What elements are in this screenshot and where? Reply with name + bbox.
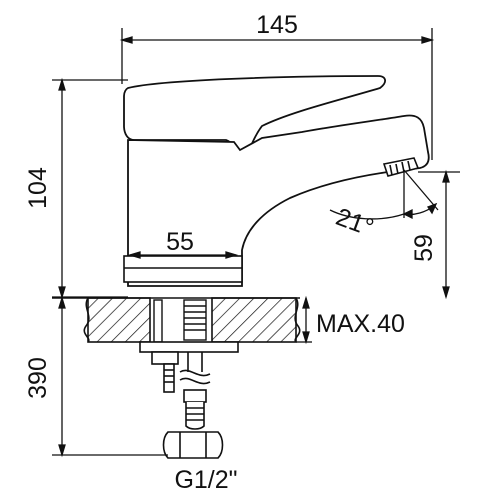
dimension-spout-height xyxy=(418,169,460,300)
label-hose-length: 390 xyxy=(24,357,52,399)
flexible-hose xyxy=(179,352,211,430)
base-ring xyxy=(123,255,243,283)
label-overall-width: 145 xyxy=(256,11,298,39)
label-thread-size: G1/2" xyxy=(174,466,237,494)
faucet-body xyxy=(127,114,430,287)
countertop-section xyxy=(52,297,301,343)
mounting-stud xyxy=(153,299,207,343)
label-max-thickness: MAX.40 xyxy=(316,310,405,338)
dimension-max-thickness xyxy=(296,295,312,345)
label-spout-angle: 21° xyxy=(332,203,377,242)
label-body-height: 104 xyxy=(24,167,52,209)
dimension-overall-width xyxy=(119,28,435,160)
dimension-body-height xyxy=(52,77,128,300)
dimension-hose-length xyxy=(52,295,168,458)
label-base-width: 55 xyxy=(166,228,194,256)
dimension-spout-angle xyxy=(329,169,439,220)
label-spout-height: 59 xyxy=(410,234,438,262)
dimension-base-width xyxy=(127,251,239,259)
mounting-plate xyxy=(139,341,239,393)
hex-connector-nut xyxy=(162,431,224,459)
spout-aerator xyxy=(382,157,420,177)
